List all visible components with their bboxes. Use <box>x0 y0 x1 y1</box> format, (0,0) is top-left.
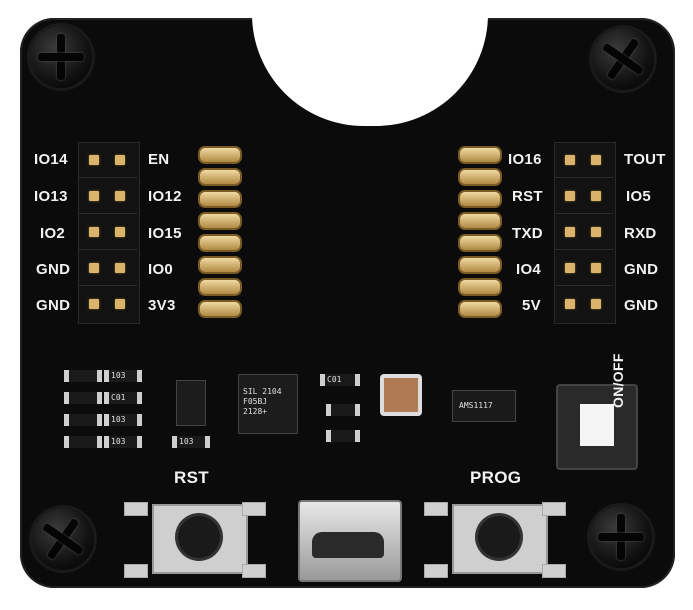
resistor-4-code: 103 <box>179 437 194 446</box>
left-label-io14: IO14 <box>34 151 68 168</box>
switch-label: ON/OFF <box>610 353 626 408</box>
led-1 <box>64 370 102 382</box>
left-label-io15: IO15 <box>148 225 182 242</box>
right-label-io16: IO16 <box>508 151 542 168</box>
left-label-3v3: 3V3 <box>148 297 176 314</box>
right-label-rxd: RXD <box>624 225 657 242</box>
rst-button-label: RST <box>174 468 209 487</box>
resistor-2-code: 103 <box>111 415 126 424</box>
resistor-3-code: 103 <box>111 437 126 446</box>
prog-button-cap[interactable] <box>478 516 520 558</box>
right-label-txd: TXD <box>512 225 543 242</box>
cap-1-code: C01 <box>111 393 126 402</box>
power-switch-knob[interactable] <box>580 404 614 446</box>
cap-4 <box>326 430 360 442</box>
left-label-en: EN <box>148 151 170 168</box>
micro-usb-port[interactable] <box>298 500 402 582</box>
transistor-array <box>176 380 206 426</box>
top-right-screw <box>592 28 654 90</box>
prog-button[interactable] <box>452 504 548 574</box>
usb-uart-chip-text: SIL 2104 F05BJ 2128+ <box>243 387 282 416</box>
resistor-1-code: 103 <box>111 371 126 380</box>
led-2 <box>64 392 102 404</box>
micro-usb-opening <box>312 532 384 558</box>
rst-button-cap[interactable] <box>178 516 220 558</box>
top-left-screw <box>30 26 92 88</box>
cap-3 <box>326 404 360 416</box>
regulator-text: AMS1117 <box>459 401 493 410</box>
left-label-io12: IO12 <box>148 188 182 205</box>
tantalum-capacitor <box>380 374 422 416</box>
right-pin-header <box>554 142 616 324</box>
right-label-gnd-1: GND <box>624 261 659 278</box>
right-label-gnd-2: GND <box>624 297 659 314</box>
voltage-regulator: AMS1117 <box>452 390 516 422</box>
left-label-io0: IO0 <box>148 261 174 278</box>
rst-button[interactable] <box>152 504 248 574</box>
right-label-io5: IO5 <box>626 188 652 205</box>
left-pin-header <box>78 142 140 324</box>
cap-2-code: C01 <box>327 375 342 384</box>
usb-uart-chip: SIL 2104 F05BJ 2128+ <box>238 374 298 434</box>
bottom-right-screw <box>590 506 652 568</box>
power-switch[interactable] <box>556 384 638 470</box>
pcb-board: IO14 IO13 IO2 GND GND EN IO12 IO15 IO0 3… <box>20 14 675 588</box>
left-label-gnd-2: GND <box>36 297 71 314</box>
right-label-rst: RST <box>512 188 543 205</box>
left-label-io2: IO2 <box>40 225 66 242</box>
board-notch <box>252 14 488 126</box>
led-3 <box>64 414 102 426</box>
left-label-gnd-1: GND <box>36 261 71 278</box>
led-4 <box>64 436 102 448</box>
bottom-left-screw <box>32 508 94 570</box>
left-label-io13: IO13 <box>34 188 68 205</box>
right-label-tout: TOUT <box>624 151 666 168</box>
prog-button-label: PROG <box>470 468 522 487</box>
right-label-io4: IO4 <box>516 261 542 278</box>
right-label-5v: 5V <box>522 297 541 314</box>
